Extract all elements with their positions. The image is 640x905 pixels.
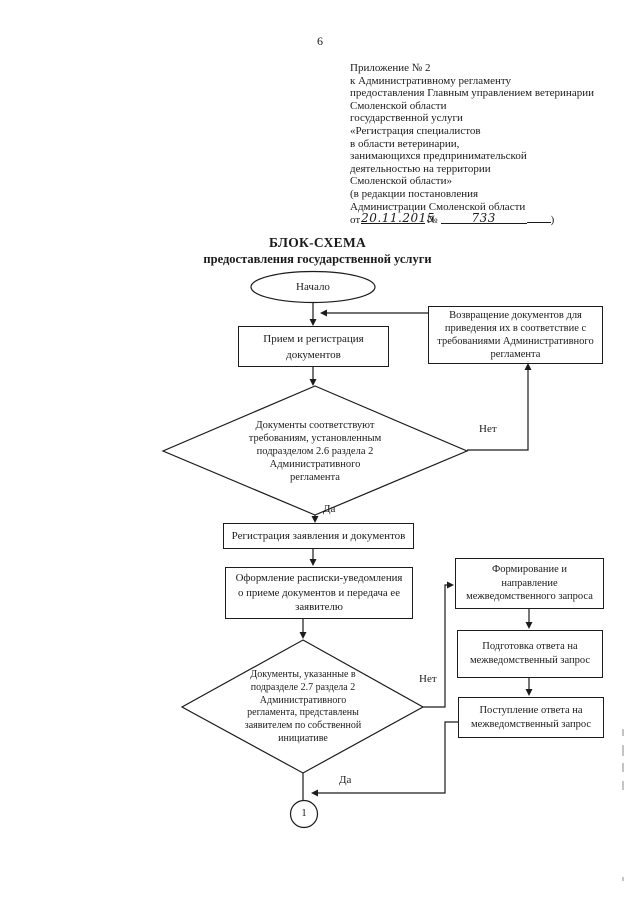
header-line: «Регистрация специалистов — [350, 124, 481, 137]
header-line: занимающихся предпринимательской — [350, 150, 527, 163]
header-line: Приложение № 2 — [350, 62, 431, 74]
box-prepare-response: Подготовка ответа на межведомственный за… — [457, 630, 603, 678]
label-no-1: Нет — [479, 423, 497, 435]
handwritten-date: 20.11.2015 — [361, 210, 435, 225]
box-form-interagency-request: Формирование и направление межведомствен… — [455, 558, 604, 609]
scan-artifact — [622, 781, 624, 790]
signature-underline — [526, 221, 551, 223]
scan-artifact — [622, 745, 624, 756]
connector-circle — [289, 799, 319, 829]
diagram-title: БЛОК-СХЕМА предоставления государственно… — [140, 235, 495, 267]
scan-artifact — [622, 877, 624, 881]
header-line: Администрации Смоленской области — [350, 200, 526, 213]
label-no-2: Нет — [419, 673, 437, 685]
header-line: государственной услуги — [350, 112, 463, 125]
title-line2: предоставления государственной услуги — [203, 252, 432, 266]
box-registration: Регистрация заявления и документов — [223, 523, 414, 549]
handwritten-number: 733 — [440, 212, 527, 224]
header-line: деятельностью на территории — [350, 162, 491, 175]
title-line1: БЛОК-СХЕМА — [268, 235, 367, 250]
header-line: Смоленской области» — [350, 175, 452, 188]
header-line: предоставления Главным управлением ветер… — [350, 87, 594, 100]
header-line: к Административному регламенту — [350, 74, 512, 87]
date-prefix: от — [350, 213, 361, 226]
closing-paren: ) — [550, 213, 555, 226]
page-number: 6 — [317, 34, 323, 48]
header-line: в области ветеринарии, — [350, 137, 460, 150]
box-receipt-notice: Оформление расписки-уведомления о приеме… — [225, 567, 413, 619]
scan-artifact — [622, 763, 624, 772]
decision-docs-meet-requirements: Документы соответствуют требованиям, уст… — [248, 420, 382, 483]
header-line: (в редакции постановления — [350, 187, 479, 200]
start-label: Начало — [296, 281, 330, 293]
appendix-header: Приложение № 2 к Административному регла… — [350, 62, 600, 226]
box-receive-response: Поступление ответа на межведомственный з… — [458, 697, 604, 738]
label-yes-1: Да — [323, 503, 336, 515]
decision-docs-submitted: Документы, указанные в подразделе 2.7 ра… — [244, 669, 362, 744]
connector-label: 1 — [301, 807, 307, 819]
number-sign: № — [427, 213, 438, 226]
box-receive-documents: Прием и регистрация документов — [238, 326, 389, 367]
box-return-documents: Возвращение документов для приведения их… — [428, 306, 603, 364]
header-line: Смоленской области — [350, 99, 447, 112]
label-yes-2: Да — [339, 774, 352, 786]
scan-artifact — [622, 729, 624, 736]
